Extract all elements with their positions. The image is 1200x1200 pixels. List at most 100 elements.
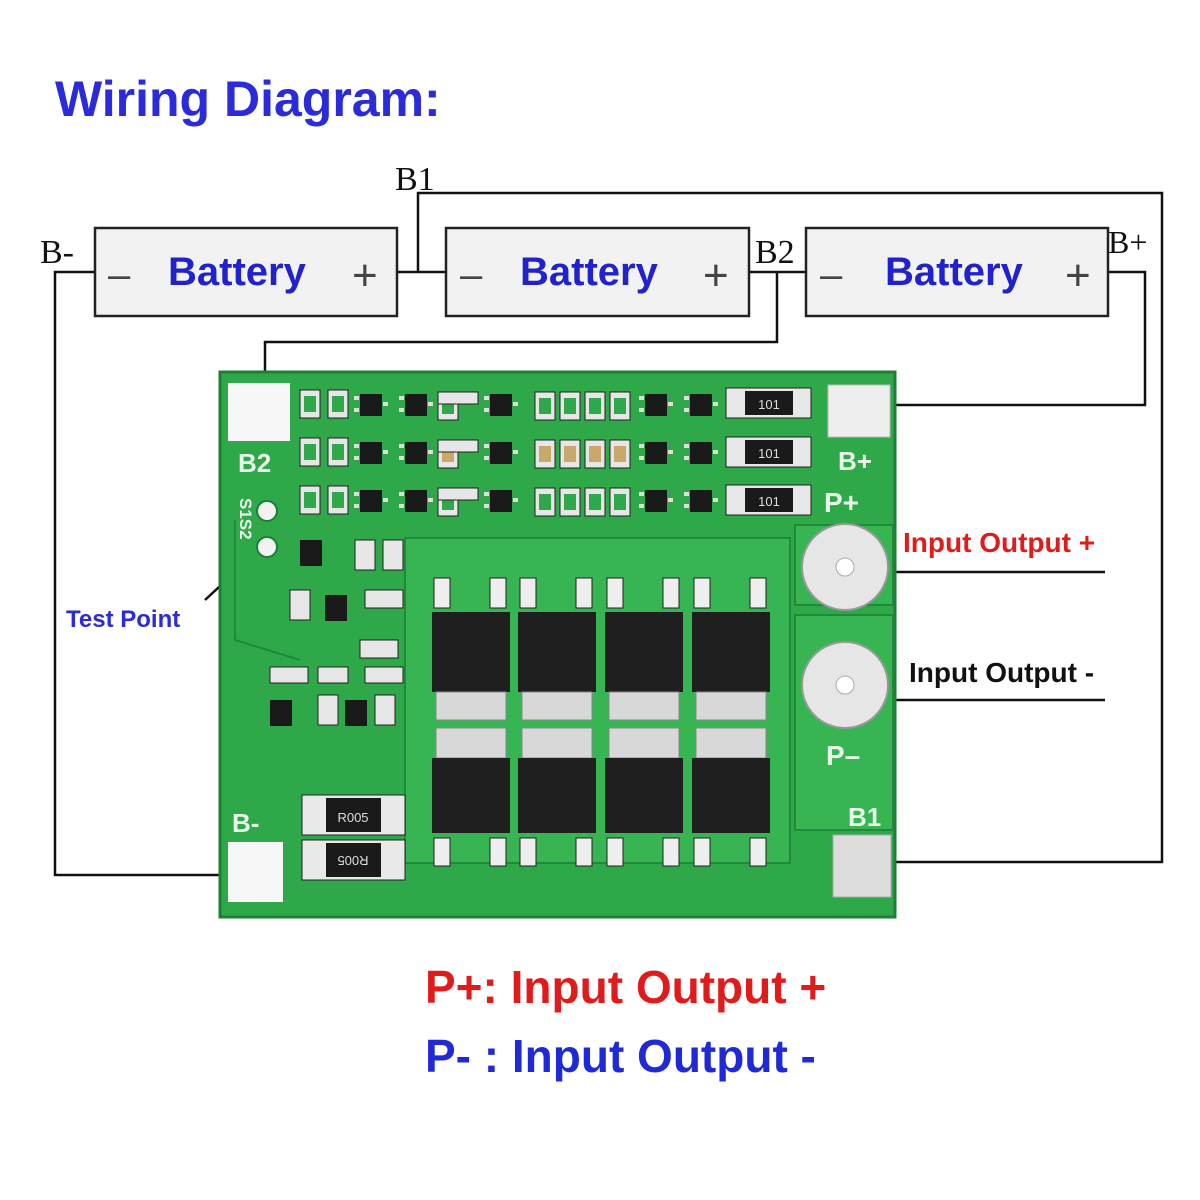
battery-3: – Battery +	[804, 226, 1110, 318]
smd-part	[364, 589, 404, 609]
smd-part	[299, 437, 321, 467]
test-point-s1	[256, 500, 278, 522]
wire-b-minus	[53, 270, 225, 877]
smd-part	[382, 539, 404, 571]
smd-part	[354, 539, 376, 571]
shunt-resistor-top: R005	[301, 794, 406, 836]
wire-b-plus	[890, 270, 1147, 407]
wire-b1-rail	[416, 191, 1164, 864]
battery-1-minus: –	[108, 253, 131, 297]
smd-part	[437, 487, 479, 501]
ic-chip	[300, 540, 322, 566]
smd-part	[359, 639, 399, 659]
mosfets	[432, 577, 770, 867]
pad-b2	[228, 383, 290, 441]
label-b-plus: B+	[1108, 224, 1147, 260]
label-b-minus: B-	[40, 234, 74, 271]
ic-chip	[684, 490, 718, 512]
ic-chip	[484, 490, 518, 512]
ic-chip	[684, 394, 718, 416]
test-point-label: Test Point	[66, 606, 180, 633]
smd-part	[609, 391, 631, 421]
battery-2-minus: –	[460, 253, 483, 297]
mosfet	[605, 727, 683, 867]
legend-p-minus-key: P-	[425, 1030, 471, 1082]
smd-part	[437, 391, 479, 405]
ic-chip	[354, 490, 388, 512]
smd-part	[364, 666, 404, 684]
resistor-101-bot: 101	[725, 484, 812, 516]
smd-part	[327, 389, 349, 419]
left-small-parts	[269, 539, 404, 726]
legend: P+: Input Output + P- : Input Output -	[425, 961, 826, 1082]
shunt-resistor-bot: R005	[301, 839, 406, 881]
battery-2-plus: +	[703, 251, 729, 300]
smd-part	[317, 694, 339, 726]
battery-3-plus: +	[1065, 251, 1091, 300]
silk-b-plus: B+	[838, 446, 872, 476]
smd-part	[299, 485, 321, 515]
smd-part	[327, 437, 349, 467]
smd-part	[269, 666, 309, 684]
ic-chip	[639, 442, 673, 464]
smd-part	[317, 666, 349, 684]
test-point-s2	[256, 536, 278, 558]
mosfet	[692, 577, 770, 721]
mosfet	[605, 577, 683, 721]
input-output-plus-label: Input Output +	[903, 527, 1095, 558]
ic-chip	[639, 490, 673, 512]
battery-3-label: Battery	[885, 250, 1024, 294]
smd-part	[559, 487, 581, 517]
ic-chip	[325, 595, 347, 621]
battery-3-minus: –	[820, 253, 843, 297]
legend-p-plus-key: P+	[425, 961, 483, 1013]
pad-b-minus	[228, 842, 283, 902]
ic-chip	[354, 394, 388, 416]
wires	[53, 191, 1164, 877]
mosfet	[432, 727, 510, 867]
resistor-101-mid: 101	[725, 436, 812, 468]
silk-b2: B2	[238, 448, 271, 478]
ic-chip	[684, 442, 718, 464]
silk-s1s2: S1S2	[236, 498, 255, 540]
battery-1-label: Battery	[168, 250, 307, 294]
ic-chip	[345, 700, 367, 726]
battery-2: – Battery +	[444, 226, 751, 318]
silk-p-plus: P+	[824, 487, 859, 518]
smd-part	[534, 439, 556, 469]
resistor-101-top: 101	[725, 387, 812, 419]
ic-chip	[270, 700, 292, 726]
svg-text:101: 101	[758, 397, 780, 412]
ic-chip	[484, 394, 518, 416]
smd-part	[559, 391, 581, 421]
pad-b1	[832, 834, 892, 898]
bms-board: 101 101 101 R005 R005 B2	[218, 370, 897, 919]
smd-part	[584, 439, 606, 469]
smd-part	[534, 487, 556, 517]
mosfet	[518, 577, 596, 721]
battery-1: – Battery +	[93, 226, 399, 318]
svg-text:R005: R005	[337, 810, 368, 825]
smd-part	[437, 439, 479, 453]
ic-chip	[399, 394, 433, 416]
input-output-minus-label: Input Output -	[909, 657, 1094, 688]
svg-text:P- : Input Output -: P- : Input Output -	[425, 1030, 816, 1082]
mosfet	[432, 577, 510, 721]
silk-b1: B1	[848, 802, 881, 832]
ic-chip	[399, 490, 433, 512]
battery-2-label: Battery	[520, 250, 659, 294]
svg-text:R005: R005	[337, 853, 368, 868]
ic-chip	[484, 442, 518, 464]
svg-text:101: 101	[758, 494, 780, 509]
smd-part	[559, 439, 581, 469]
pad-b-plus	[827, 384, 891, 438]
smd-part	[584, 487, 606, 517]
mosfet	[692, 727, 770, 867]
battery-1-plus: +	[352, 251, 378, 300]
smd-part	[327, 485, 349, 515]
silk-b-minus: B-	[232, 808, 259, 838]
ic-chip	[399, 442, 433, 464]
mosfet	[518, 727, 596, 867]
smd-part	[534, 391, 556, 421]
